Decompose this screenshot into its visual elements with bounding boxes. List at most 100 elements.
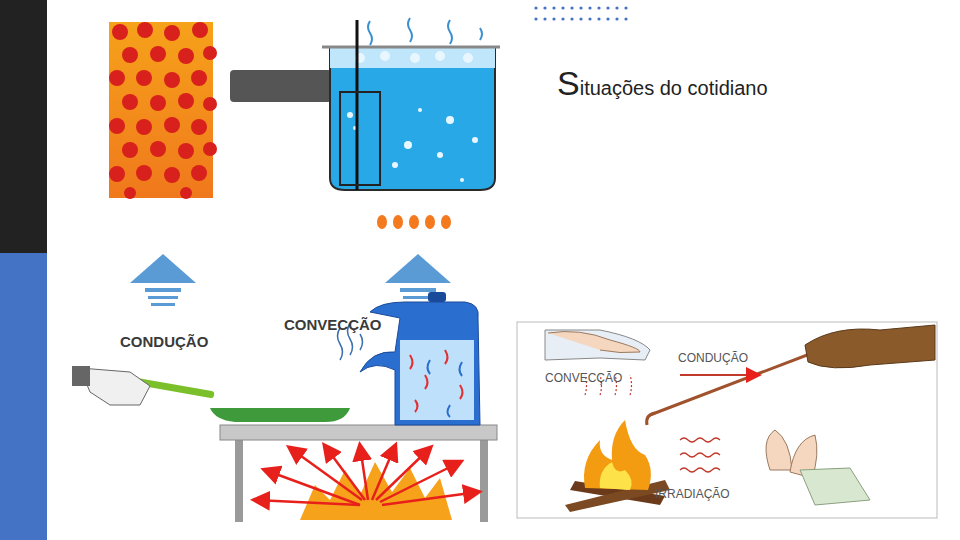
- stove-scene-part-part: [382, 492, 478, 505]
- boiling-pot-part-part: [437, 152, 443, 158]
- stove-scene-part: [220, 425, 497, 440]
- hot-particles-part-part: [124, 187, 136, 199]
- campfire-panel-part: [584, 420, 651, 490]
- hot-particles-part: [109, 22, 213, 198]
- up-arrows-part: [148, 296, 178, 299]
- hot-particles-part: [109, 22, 217, 199]
- stove-scene-part-part: [425, 375, 428, 389]
- up-arrows-part: [400, 288, 436, 292]
- side-bar-part: [0, 0, 47, 253]
- campfire-panel-part: [766, 430, 792, 470]
- stove-scene-part-part: [410, 355, 413, 369]
- hot-particles-part-part: [191, 165, 207, 181]
- hot-particles-part-part: [191, 119, 207, 135]
- dot-decoration-part: [606, 17, 609, 20]
- process-label: CONVECÇÃO: [545, 371, 622, 385]
- stove-scene-part-part: [360, 334, 363, 350]
- boiling-pot-part: [368, 18, 482, 45]
- hot-particles-part-part: [203, 97, 217, 111]
- stove-scene-part: [80, 368, 150, 405]
- boiling-pot-part: [347, 51, 478, 182]
- boiling-pot-part-part: [380, 51, 390, 61]
- campfire-panel-part: [600, 462, 632, 490]
- process-label: CONDUÇÃO: [678, 351, 748, 365]
- hot-particles-part-part: [109, 70, 125, 86]
- dot-decoration-part: [543, 17, 546, 20]
- stove-scene-part-part: [325, 446, 365, 500]
- dot-decoration-part: [615, 6, 618, 9]
- boiling-pot-part-part: [368, 21, 372, 45]
- boiling-pot-part-part: [448, 20, 452, 44]
- dot-decoration-part: [579, 6, 582, 9]
- dot-decoration-part: [543, 6, 546, 9]
- process-label: CONDUÇÃO: [120, 333, 208, 350]
- boiling-pot-part-part: [409, 215, 419, 229]
- boiling-pot-part-part: [460, 178, 464, 182]
- campfire-panel-part: [517, 322, 937, 518]
- campfire-panel-part-part: [630, 375, 632, 395]
- dot-decoration-part: [588, 6, 591, 9]
- up-arrows: [130, 254, 451, 306]
- campfire-panel-part-part: [680, 468, 720, 472]
- up-arrows-part: [130, 254, 196, 283]
- boiling-pot-part-part: [408, 18, 412, 42]
- boiling-pot-part-part: [425, 215, 435, 229]
- dot-decoration-part: [570, 17, 573, 20]
- hot-particles-part-part: [192, 22, 208, 38]
- boiling-pot-part: [377, 215, 451, 229]
- boiling-pot-part: [356, 20, 359, 190]
- slide-title: Situações do cotidiano: [557, 64, 768, 103]
- campfire-panel-part: [680, 374, 758, 376]
- boiling-pot-part-part: [393, 215, 403, 229]
- stove-scene-part: [428, 292, 446, 302]
- hot-particles-part-part: [178, 143, 194, 159]
- hot-particles-part-part: [122, 47, 138, 63]
- hot-particles-part-part: [180, 187, 192, 199]
- hot-particles-part-part: [164, 25, 180, 41]
- process-label: IRRADIAÇÃO: [655, 487, 730, 501]
- hot-particles-part-part: [178, 93, 194, 109]
- campfire-panel-part: [650, 352, 815, 415]
- dot-decoration-part: [534, 17, 537, 20]
- stove-scene-part: [210, 408, 350, 422]
- dot-decoration-part: [561, 6, 564, 9]
- stove-scene-part-part: [448, 405, 451, 417]
- dot-decoration-part: [615, 17, 618, 20]
- campfire-panel-part: [647, 413, 655, 425]
- up-arrows-part: [145, 288, 181, 292]
- boiling-pot-part-part: [347, 112, 353, 118]
- hot-particles-part-part: [137, 22, 153, 38]
- boiling-pot-part-part: [463, 53, 473, 63]
- up-arrows-part: [385, 254, 451, 283]
- hot-particles-part-part: [178, 48, 194, 64]
- hot-particles-part-part: [150, 46, 166, 62]
- stove-scene: [72, 292, 497, 522]
- side-bar: [0, 0, 47, 540]
- hot-particles: [109, 22, 217, 199]
- hot-particles-part-part: [164, 167, 180, 183]
- up-arrows-part: [151, 303, 175, 306]
- boiling-pot-part: [340, 92, 380, 185]
- dot-decoration-part: [588, 17, 591, 20]
- stove-scene-part-part: [460, 362, 463, 376]
- boiling-pot-part-part: [404, 141, 412, 149]
- stove-scene-part-part: [415, 400, 418, 412]
- stove-scene-part-part: [255, 500, 360, 505]
- hot-particles-part-part: [109, 166, 125, 182]
- campfire-panel: [517, 322, 937, 518]
- campfire-panel-part: [800, 468, 870, 505]
- side-bar-part: [0, 253, 47, 540]
- hot-particles-part-part: [164, 117, 180, 133]
- hot-particles-part-part: [112, 24, 128, 40]
- stove-scene-part: [480, 440, 488, 522]
- boiling-pot-part: [230, 70, 332, 102]
- stove-scene-part: [235, 440, 243, 522]
- boiling-pot-part: [330, 48, 495, 68]
- hot-particles-part-part: [164, 72, 180, 88]
- dot-decoration-part: [624, 6, 627, 9]
- stove-scene-part: [428, 360, 463, 417]
- stove-scene-part-part: [376, 448, 430, 500]
- campfire-panel-part: [548, 332, 640, 353]
- stove-scene-part-part: [290, 448, 362, 500]
